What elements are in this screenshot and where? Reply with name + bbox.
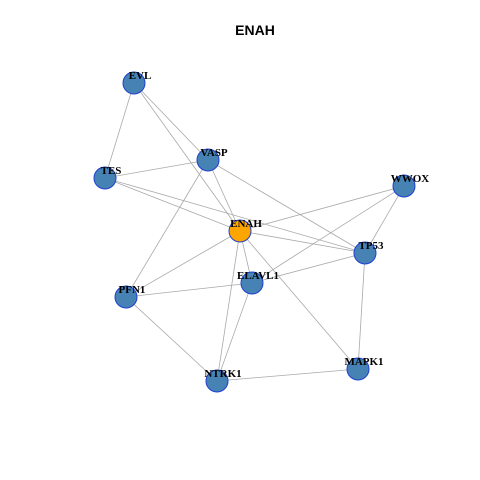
edge-tp53-elavl1 [251, 252, 366, 284]
edge-evl-enah [133, 82, 241, 232]
node-label-ntrk1: NTRK1 [204, 368, 241, 380]
edge-enah-ntrk1 [216, 230, 241, 382]
node-evl[interactable] [122, 71, 146, 95]
edge-ntrk1-mapk1 [216, 368, 359, 382]
node-pfn1[interactable] [114, 285, 138, 309]
edge-evl-tes [104, 82, 135, 179]
node-label-pfn1: PFN1 [119, 284, 146, 296]
node-ntrk1[interactable] [205, 369, 229, 393]
label-layer: EVL VASP TES WWOX ENAH TP53ELAVL1PFN1MAPK1NTR… [101, 70, 430, 380]
node-label-mapk1: MAPK1 [344, 356, 383, 368]
node-layer [93, 71, 416, 393]
edge-elavl1-ntrk1 [216, 282, 253, 382]
edge-enah-pfn1 [125, 230, 241, 298]
edge-enah-tp53 [239, 230, 366, 254]
edge-elavl1-pfn1 [125, 282, 253, 298]
edge-vasp-pfn1 [125, 159, 209, 298]
edge-tes-tp53 [104, 177, 366, 254]
edge-wwox-elavl1 [251, 185, 405, 284]
edge-enah-mapk1 [239, 230, 359, 370]
edge-wwox-tp53 [364, 185, 405, 254]
node-wwox[interactable] [392, 174, 416, 198]
edge-tes-enah [104, 177, 241, 232]
edge-enah-wwox [239, 185, 405, 232]
edge-vasp-enah [207, 159, 241, 232]
edge-evl-vasp [133, 82, 209, 161]
node-mapk1[interactable] [346, 357, 370, 381]
node-enah[interactable] [228, 219, 252, 243]
edge-tes-vasp [104, 159, 209, 179]
node-label-vasp: VASP [200, 147, 228, 159]
node-label-elavl1: ELAVL1 [237, 270, 279, 282]
node-tes[interactable] [93, 166, 117, 190]
node-label-evl: EVL [129, 70, 152, 82]
edge-vasp-tp53 [207, 159, 366, 254]
node-vasp[interactable] [196, 148, 220, 172]
node-elavl1[interactable] [240, 271, 264, 295]
diagram-title: ENAH [235, 22, 275, 38]
node-tp53[interactable] [353, 241, 377, 265]
node-label-enah: ENAH [230, 218, 262, 230]
edge-pfn1-ntrk1 [125, 296, 218, 382]
edge-layer [104, 82, 405, 382]
edge-tp53-mapk1 [357, 252, 366, 370]
node-label-tes: TES [101, 165, 122, 177]
node-label-wwox: WWOX [391, 173, 430, 185]
node-label-tp53: TP53 [358, 240, 384, 252]
